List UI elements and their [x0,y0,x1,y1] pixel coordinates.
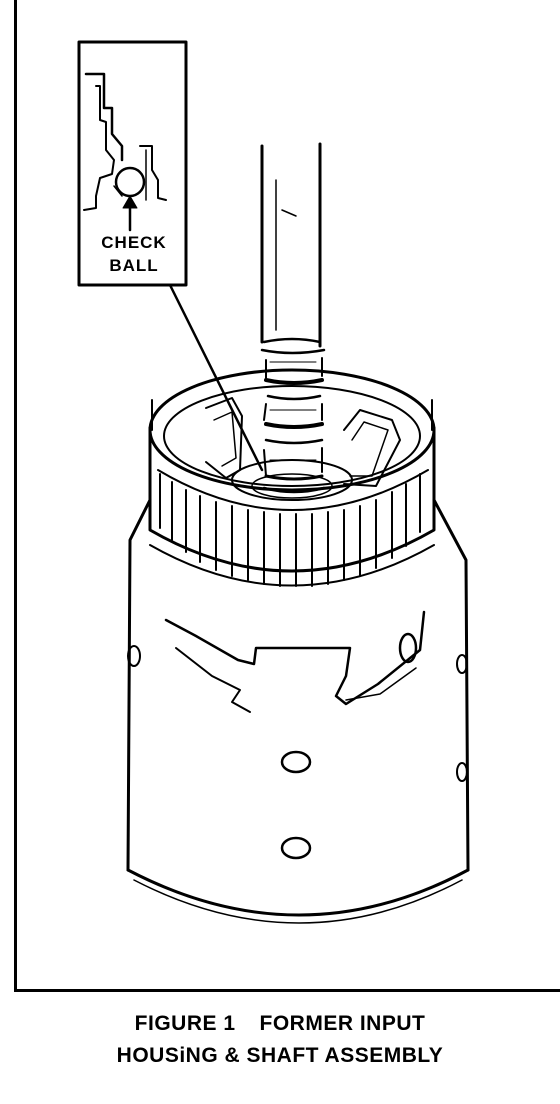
callout-label-check: CHECK [101,233,167,252]
callout-label-ball: BALL [109,256,159,275]
input-housing-body [126,498,470,924]
figure-title-part1: FORMER INPUT [259,1012,426,1035]
figure-frame [14,0,560,992]
housing-hole [127,645,141,667]
housing-hole [456,654,468,674]
housing-hole [280,750,312,774]
leader-line [168,283,264,472]
figure-caption-line-1: FIGURE 1 FORMER INPUT [0,1012,560,1036]
check-ball-detail-inset [77,40,188,287]
housing-hole [280,836,312,860]
figure-number: FIGURE 1 [134,1012,236,1035]
housing-hole [398,632,418,664]
clutch-drum [148,368,436,587]
input-housing-illustration [77,40,470,924]
check-ball [114,166,146,198]
figure-caption-line-2: HOUSiNG & SHAFT ASSEMBLY [0,1044,560,1068]
housing-hole [456,762,468,782]
figure-title-part2: HOUSiNG & SHAFT ASSEMBLY [116,1044,444,1067]
input-shaft [260,142,326,494]
